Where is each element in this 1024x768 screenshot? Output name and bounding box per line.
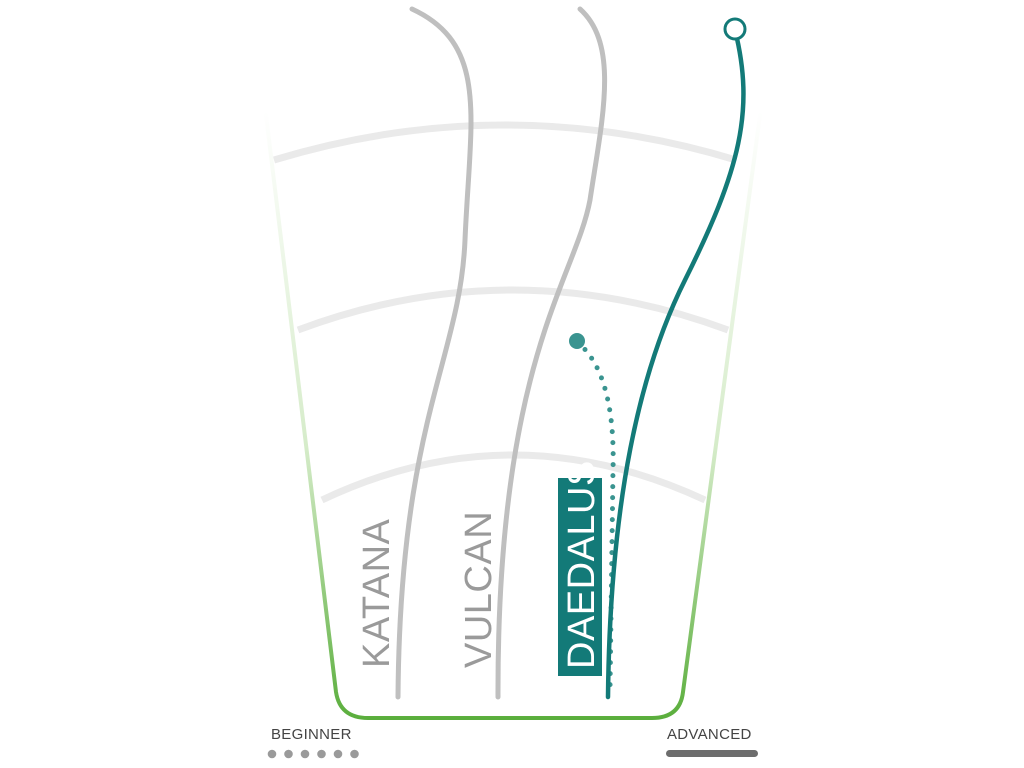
beginner-label: BEGINNER <box>271 726 352 743</box>
daedalus-end-marker <box>723 17 747 41</box>
daedalus-label: DAEDALUS <box>561 460 603 669</box>
vulcan-line <box>495 6 608 700</box>
frame-outline <box>264 113 762 720</box>
daedalus-label-badge: DAEDALUS <box>558 460 603 676</box>
katana-line <box>395 6 474 700</box>
advanced-bar <box>666 750 758 757</box>
vulcan-label: VULCAN <box>458 511 500 668</box>
guide-arcs <box>272 121 738 504</box>
beginner-dot <box>317 749 326 759</box>
katana-label: KATANA <box>356 518 398 668</box>
beginner-dot <box>267 749 277 759</box>
advanced-label: ADVANCED <box>667 726 752 743</box>
beginner-dot <box>333 749 343 759</box>
scale-beginner: BEGINNER <box>267 726 359 759</box>
beginner-dot <box>300 749 310 759</box>
scale-advanced: ADVANCED <box>666 726 758 757</box>
beginner-dot <box>284 749 293 759</box>
daedalus-label-background <box>558 478 602 676</box>
beginner-dots <box>267 749 359 759</box>
daedalus-dotted-start-dot <box>569 333 585 349</box>
daedalus-line <box>605 27 746 700</box>
guide-arc-top <box>272 121 738 164</box>
daedalus-dotted-path <box>574 339 616 693</box>
beginner-dot <box>350 749 359 759</box>
